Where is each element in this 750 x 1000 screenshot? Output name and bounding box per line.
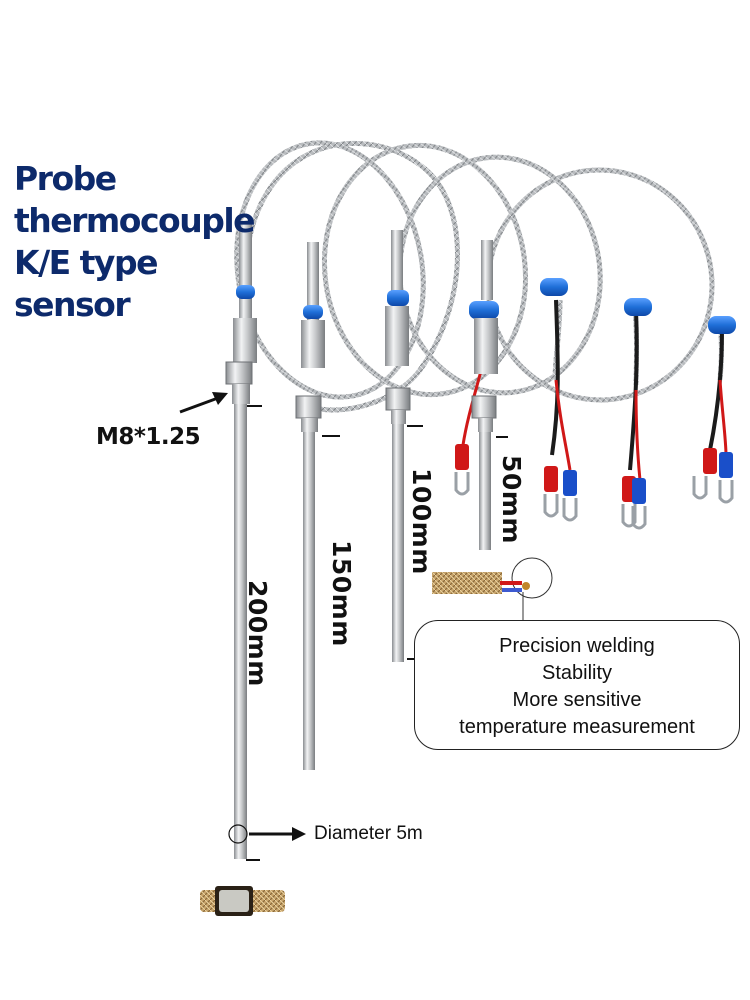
title-line: sensor [14,285,131,324]
heat-shrink-bands [540,278,736,334]
diameter-arrow [249,827,306,841]
thread-size-label: M8*1.25 [96,424,201,450]
welding-detail-image [432,557,553,625]
callout-line: Precision welding [499,635,655,657]
length-label-150: 150mm [327,540,356,647]
product-title: Probe thermocouple K/E type sensor [14,158,256,326]
title-line: thermocouple [14,201,256,240]
title-line: K/E type [14,243,158,282]
callout-line: More sensitive [512,689,642,711]
probe-150mm [295,242,340,770]
thread-arrow [179,392,228,414]
terminal-blue [562,470,578,522]
terminal-blue [631,478,647,530]
terminal-red [454,444,470,496]
feature-callout: Precision welding Stability More sensiti… [414,620,740,750]
length-label-50: 50mm [497,455,526,544]
terminal-blue [718,452,734,504]
callout-line: Stability [541,662,613,684]
terminal-red [692,448,717,500]
diameter-label: Diameter 5m [314,823,423,844]
callout-line: temperature measurement [459,716,695,738]
wire-leads [454,299,734,530]
probe-200mm [225,220,262,861]
length-label-100: 100mm [407,468,436,575]
title-line: Probe [14,159,117,198]
cable-loops [234,140,724,413]
probe-50mm [469,240,508,550]
probe-tip-detail-image [200,886,285,916]
length-label-200: 200mm [243,580,272,687]
terminal-red [543,466,559,518]
probe-100mm [385,230,425,662]
